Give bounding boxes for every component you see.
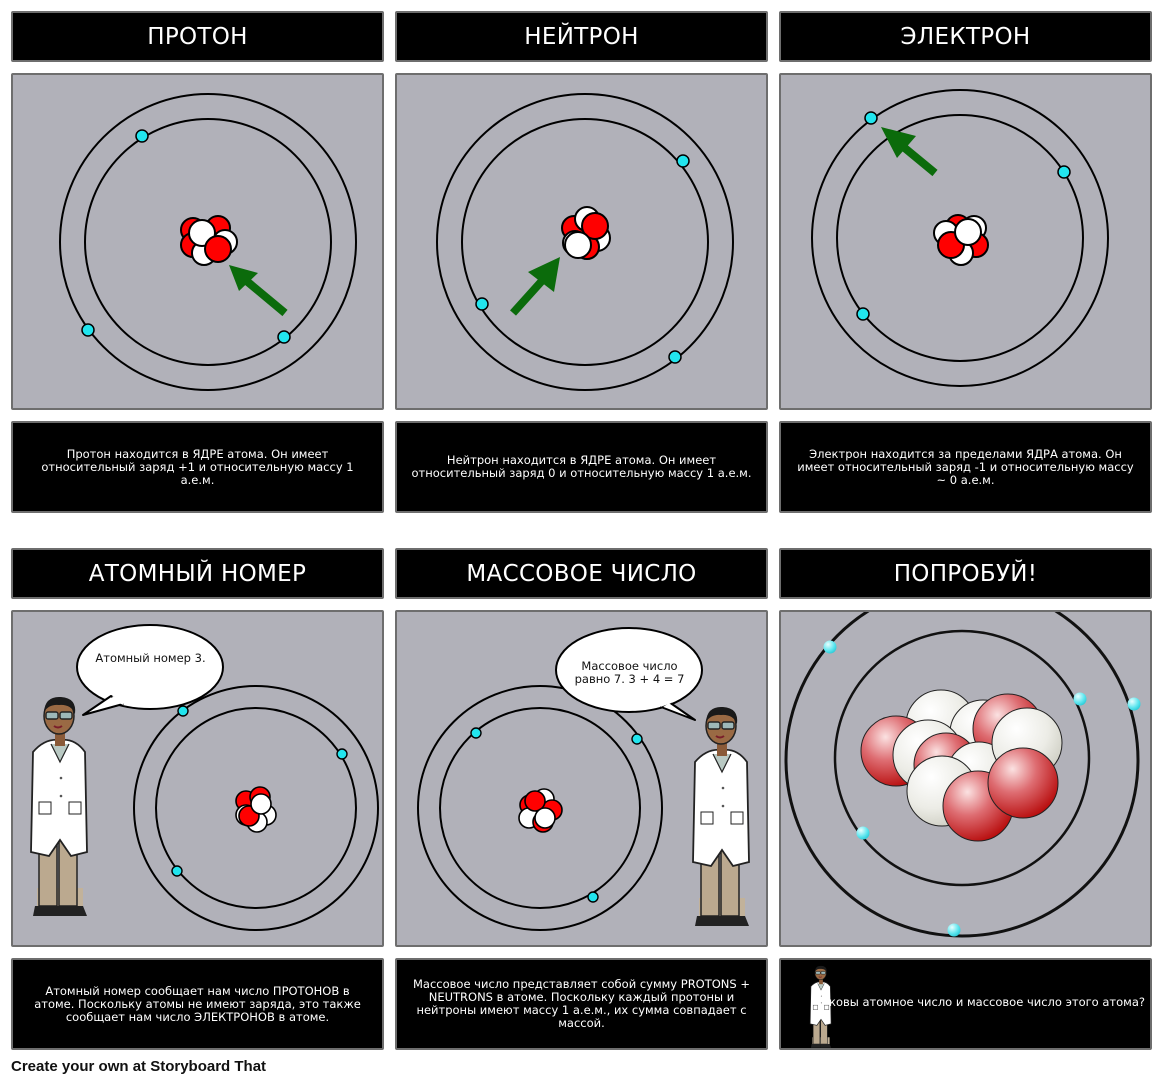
description-electron-text: Электрон находится за пределами ЯДРА ато… xyxy=(797,446,1134,487)
description-neutron-text: Нейтрон находится в ЯДРЕ атома. Он имеет… xyxy=(411,453,752,480)
scientist-icon xyxy=(692,705,750,927)
title-neutron: НЕЙТРОН xyxy=(395,11,768,62)
title-mass-number: МАССОВОЕ ЧИСЛО xyxy=(395,548,768,599)
electron-icon xyxy=(475,154,690,364)
atom-diagram-atomic-number xyxy=(30,624,379,931)
description-mass-number: Массовое число представляет собой сумму … xyxy=(395,958,768,1050)
speech-bubble-icon xyxy=(76,624,224,716)
atom-diagram-try-it xyxy=(784,612,1141,938)
arrow-icon xyxy=(229,265,288,317)
speech-bubble-icon xyxy=(555,627,703,721)
description-electron: Электрон находится за пределами ЯДРА ато… xyxy=(779,421,1152,513)
title-try-it: ПОПРОБУЙ! xyxy=(779,548,1152,599)
speech-bubble-mass-number: Массовое число равно 7. 3 + 4 = 7 xyxy=(574,659,685,686)
scene-electron xyxy=(779,73,1152,410)
title-atomic-number: АТОМНЫЙ НОМЕР xyxy=(11,548,384,599)
description-try-it-text: ковы атомное число и массовое число этог… xyxy=(829,995,1145,1009)
title-mass-number-text: МАССОВОЕ ЧИСЛО xyxy=(466,560,697,587)
scene-atomic-number: Атомный номер 3. xyxy=(11,610,384,947)
scientist-icon xyxy=(30,695,88,917)
title-proton-text: ПРОТОН xyxy=(147,23,248,50)
nucleus-icon xyxy=(860,689,1063,842)
arrow-icon xyxy=(881,127,938,177)
title-try-it-text: ПОПРОБУЙ! xyxy=(893,560,1038,587)
scene-try-it xyxy=(779,610,1152,947)
nucleus-icon xyxy=(933,214,989,266)
scene-mass-number: Массовое число равно 7. 3 + 4 = 7 xyxy=(395,610,768,947)
description-atomic-number: Атомный номер сообщает нам число ПРОТОНО… xyxy=(11,958,384,1050)
electron-icon xyxy=(171,705,348,877)
atom-diagram-proton xyxy=(59,93,357,391)
atom-diagram-neutron xyxy=(436,93,734,391)
description-mass-number-text: Массовое число представляет собой сумму … xyxy=(412,977,751,1030)
storyboard-that-link[interactable]: Create your own at Storyboard That xyxy=(11,1058,267,1075)
nucleus-icon xyxy=(561,206,611,260)
title-atomic-number-text: АТОМНЫЙ НОМЕР xyxy=(88,560,307,587)
description-proton-text: Протон находится в ЯДРЕ атома. Он имеет … xyxy=(41,446,354,487)
atom-diagram-electron xyxy=(811,89,1109,387)
nucleus-icon xyxy=(235,786,277,833)
description-try-it: ковы атомное число и массовое число этог… xyxy=(779,958,1152,1050)
nucleus-icon xyxy=(518,788,563,833)
title-neutron-text: НЕЙТРОН xyxy=(524,23,639,50)
atom-diagram-mass-number xyxy=(417,627,750,931)
arrow-icon xyxy=(510,257,560,316)
electron-icon xyxy=(470,727,643,903)
electron-icon xyxy=(81,129,291,344)
title-electron: ЭЛЕКТРОН xyxy=(779,11,1152,62)
description-neutron: Нейтрон находится в ЯДРЕ атома. Он имеет… xyxy=(395,421,768,513)
electron-icon xyxy=(823,640,1141,937)
electron-icon xyxy=(856,111,1071,321)
scene-neutron xyxy=(395,73,768,410)
speech-bubble-atomic-number: Атомный номер 3. xyxy=(95,651,206,665)
title-proton: ПРОТОН xyxy=(11,11,384,62)
description-atomic-number-text: Атомный номер сообщает нам число ПРОТОНО… xyxy=(34,983,361,1024)
nucleus-icon xyxy=(180,215,238,266)
title-electron-text: ЭЛЕКТРОН xyxy=(900,23,1031,50)
scene-proton xyxy=(11,73,384,410)
description-proton: Протон находится в ЯДРЕ атома. Он имеет … xyxy=(11,421,384,513)
